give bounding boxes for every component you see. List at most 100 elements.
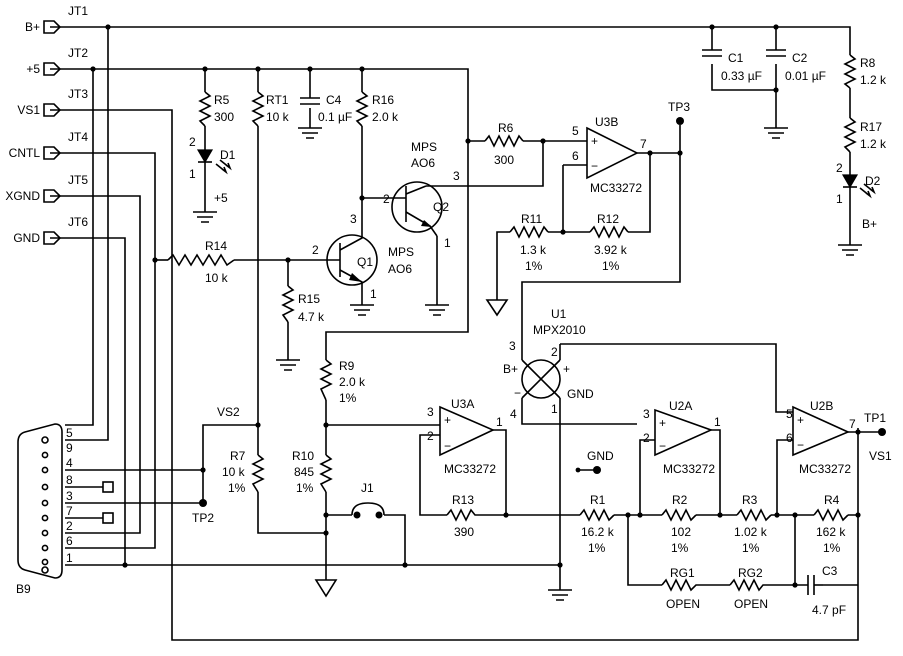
r13-ref: R13	[452, 493, 474, 507]
resistor-r7[interactable]: R7 10 k 1%	[222, 449, 265, 495]
connector-jt4[interactable]: CNTL JT4	[9, 130, 89, 160]
resistor-r11[interactable]: R11 1.3 k 1%	[509, 212, 549, 273]
c1-value: 0.33 µF	[721, 69, 762, 83]
r2-tol: 1%	[671, 541, 689, 555]
r17-ref: R17	[860, 120, 882, 134]
resistor-r16[interactable]: R16 2.0 k	[355, 91, 399, 127]
led-d1[interactable]: 2 1 D1 +5	[189, 135, 236, 205]
connector-jt4-ref: JT4	[68, 130, 88, 144]
c4-value: 0.1 µF	[318, 110, 352, 124]
resistor-r13[interactable]: R13 390	[446, 493, 477, 539]
r11-ref: R11	[521, 212, 542, 226]
j1-ref: J1	[361, 481, 374, 495]
resistor-r14[interactable]: R14 10 k	[167, 239, 235, 285]
ground-symbol	[193, 211, 217, 223]
r17-value: 1.2 k	[860, 137, 887, 151]
test-point-tp3[interactable]: TP3	[668, 100, 690, 125]
db9-pin-label: 9	[66, 441, 73, 455]
connector-jt3[interactable]: VS1 JT3	[17, 87, 88, 117]
opamp-u3b[interactable]: + − 5 6 7 U3B MC33272	[572, 115, 647, 195]
resistor-r8[interactable]: R8 1.2 k	[843, 54, 887, 89]
u1-bplus-label: B+	[503, 362, 518, 376]
db9-pin-label: 2	[66, 519, 73, 533]
r7-value: 10 k	[222, 465, 246, 479]
resistor-r15[interactable]: R15 4.7 k	[281, 285, 325, 324]
q2-part-line2: AO6	[411, 156, 435, 170]
resistor-r12[interactable]: R12 3.92 k 1%	[589, 212, 629, 273]
opamp-u2a[interactable]: + − 3 2 1 U2A MC33272	[643, 399, 721, 476]
connector-jt1-label: B+	[25, 20, 40, 34]
capacitor-c1[interactable]: C1 0.33 µF	[702, 49, 762, 83]
r6-value: 300	[494, 153, 514, 167]
r1-ref: R1	[590, 493, 606, 507]
connector-jt5-label: XGND	[5, 189, 40, 203]
r11-value: 1.3 k	[520, 243, 547, 257]
q1-pin-c: 3	[350, 212, 357, 226]
resistor-r10[interactable]: R10 845 1%	[292, 449, 333, 495]
resistor-r2[interactable]: R2 102 1%	[661, 493, 697, 555]
r5-value: 300	[214, 110, 234, 124]
transistor-q2[interactable]: MPS AO6 Q2 2 3 1	[383, 140, 460, 250]
resistor-r4[interactable]: R4 162 k 1%	[813, 493, 849, 555]
opamp-u3a[interactable]: + − 3 2 1 U3A MC33272	[427, 397, 503, 476]
r14-value: 10 k	[205, 271, 229, 285]
u2b-plus: +	[797, 413, 804, 427]
u2a-plus: +	[659, 416, 666, 430]
resistor-rg1[interactable]: RG1 OPEN	[661, 566, 700, 611]
r15-ref: R15	[298, 292, 320, 306]
db9-ref: B9	[16, 582, 31, 596]
resistor-r6[interactable]: R6 300	[484, 121, 524, 167]
r3-value: 1.02 k	[734, 525, 768, 539]
r10-value: 845	[294, 465, 314, 479]
q1-ref: Q1	[357, 255, 373, 269]
resistor-r9[interactable]: R9 2.0 k 1%	[319, 359, 366, 405]
db9-connector[interactable]: 5 9 4 8 3 7 2 6 1 B9	[16, 423, 114, 596]
resistor-rt1[interactable]: RT1 10 k	[251, 91, 290, 127]
capacitor-c2[interactable]: C2 0.01 µF	[766, 49, 826, 83]
jumper-j1[interactable]: J1	[351, 481, 385, 519]
ground-symbol	[764, 127, 788, 139]
db9-pin-label: 8	[66, 473, 73, 487]
u1-minus: −	[514, 386, 521, 400]
ground-symbol	[485, 299, 509, 317]
connector-jt6[interactable]: GND JT6	[13, 215, 88, 245]
db9-pin-label: 5	[66, 426, 73, 440]
resistor-r1[interactable]: R1 16.2 k 1%	[579, 493, 615, 555]
connector-jt1[interactable]: B+ JT1	[25, 4, 88, 34]
test-point-tp2[interactable]: TP2	[192, 499, 214, 525]
q2-part-line1: MPS	[411, 140, 437, 154]
resistor-r5[interactable]: R5 300	[198, 91, 234, 127]
resistor-r17[interactable]: R17 1.2 k	[843, 117, 887, 153]
vs2-label: VS2	[217, 405, 240, 419]
resistor-r3[interactable]: R3 1.02 k 1%	[734, 493, 772, 555]
db9-pin-label: 4	[66, 456, 73, 470]
d1-pin-k: 1	[189, 167, 196, 181]
connector-jt2[interactable]: +5 JT2	[26, 46, 88, 76]
u2a-part: MC33272	[663, 462, 715, 476]
connector-jt6-label: GND	[13, 231, 40, 245]
r5-ref: R5	[214, 93, 230, 107]
transistor-q1[interactable]: MPS AO6 Q1 2 3 1	[312, 212, 414, 301]
test-point-gnd[interactable]: GND	[575, 449, 614, 474]
u1-pin1: 1	[551, 402, 558, 416]
connector-jt5[interactable]: XGND JT5	[5, 173, 88, 203]
resistor-rg2[interactable]: RG2 OPEN	[729, 566, 768, 611]
u2b-pin-p: 5	[786, 407, 793, 421]
u1-ref: U1	[551, 307, 567, 321]
capacitor-c3[interactable]: C3 4.7 pF	[807, 564, 846, 617]
gnd-tp-label: GND	[587, 449, 614, 463]
q2-ref: Q2	[433, 200, 449, 214]
test-point-tp1[interactable]: TP1 VS1	[864, 411, 892, 463]
pressure-sensor-u1[interactable]: U1 MPX2010 3 2 4 1 B+ GND − +	[503, 307, 594, 421]
ground-symbol	[276, 359, 300, 371]
r7-ref: R7	[230, 449, 246, 463]
u3a-pin-n: 2	[427, 429, 434, 443]
capacitor-c4[interactable]: C4 0.1 µF	[300, 93, 352, 124]
d2-pin-a: 2	[836, 161, 843, 175]
connector-jt3-ref: JT3	[68, 87, 88, 101]
opamp-u2b[interactable]: + − 5 6 7 U2B MC33272	[786, 399, 856, 476]
u2a-pin-p: 3	[643, 407, 650, 421]
wiring	[50, 26, 880, 641]
db9-pin-label: 6	[66, 534, 73, 548]
led-d2[interactable]: 2 1 D2 B+	[836, 161, 881, 231]
